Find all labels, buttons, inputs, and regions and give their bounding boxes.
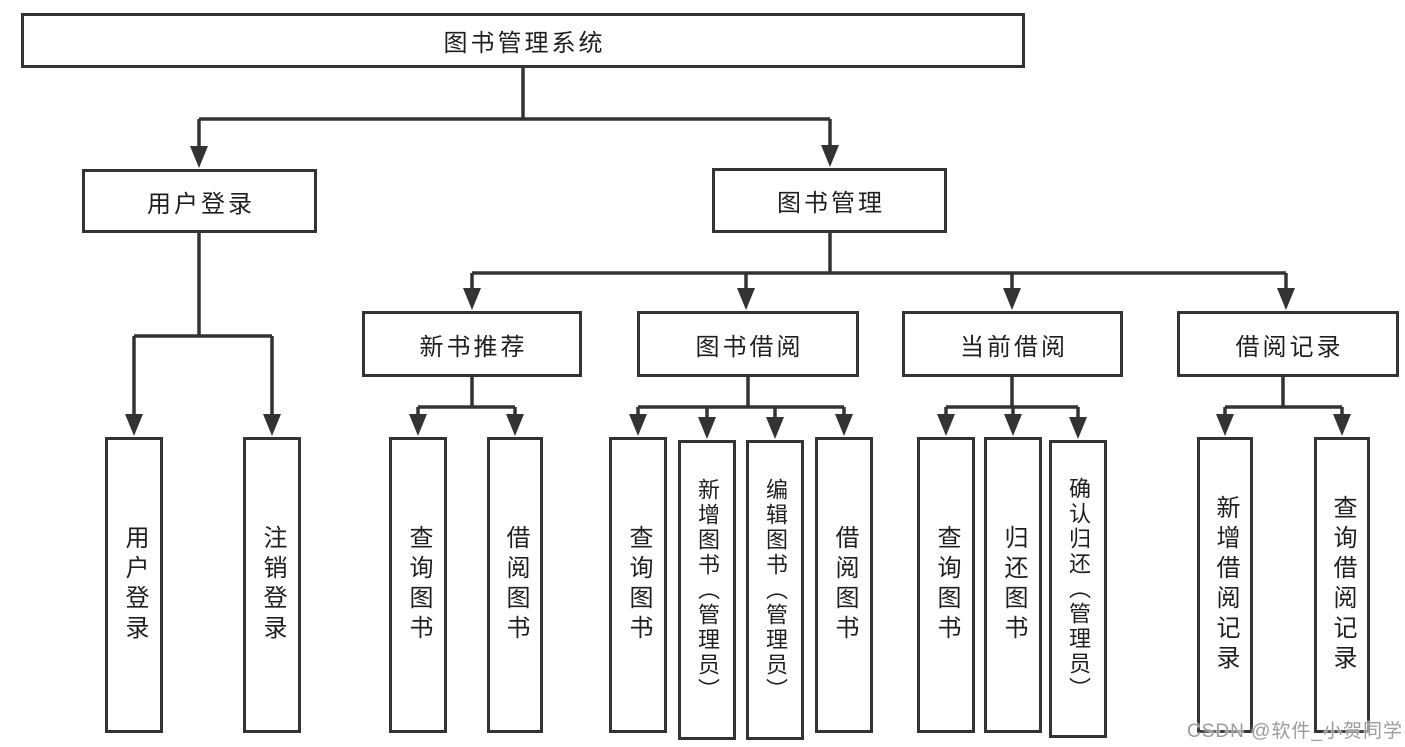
leaf-nb-borrow-books: 借阅图书 [487, 437, 543, 733]
leaf-user-login: 用户登录 [105, 437, 163, 733]
leaf-cb-query-books: 查询图书 [917, 437, 975, 733]
leaf-br-add-record-label: 新增借阅记录 [1212, 495, 1239, 675]
node-new-book-recommend: 新书推荐 [362, 311, 582, 377]
leaf-nb-query-books: 查询图书 [389, 437, 447, 733]
node-book-borrow: 图书借阅 [637, 311, 859, 377]
leaf-bb-query-books-label: 查询图书 [625, 525, 652, 645]
leaf-logout-label: 注销登录 [259, 525, 286, 645]
leaf-br-query-record: 查询借阅记录 [1314, 437, 1370, 733]
leaf-cb-confirm-return-label: 确认归还（管理员） [1066, 476, 1091, 702]
leaf-bb-borrow-books: 借阅图书 [815, 437, 873, 733]
leaf-bb-query-books: 查询图书 [609, 437, 667, 733]
leaf-cb-confirm-return: 确认归还（管理员） [1049, 440, 1107, 738]
connector-paths [132, 68, 1344, 421]
node-user-login-label: 用户登录 [147, 190, 255, 218]
leaf-br-query-record-label: 查询借阅记录 [1329, 495, 1356, 675]
leaf-cb-return-books-label: 归还图书 [1000, 525, 1027, 645]
node-root: 图书管理系统 [21, 13, 1025, 68]
leaf-nb-query-books-label: 查询图书 [405, 525, 432, 645]
node-book-borrow-label: 图书借阅 [695, 333, 804, 361]
node-book-management: 图书管理 [712, 168, 947, 233]
node-user-login: 用户登录 [82, 169, 317, 233]
node-borrow-records-label: 借阅记录 [1235, 333, 1344, 361]
leaf-logout: 注销登录 [243, 437, 301, 733]
node-new-book-recommend-label: 新书推荐 [419, 333, 528, 361]
node-current-borrow: 当前借阅 [902, 311, 1123, 377]
node-book-management-label: 图书管理 [777, 190, 885, 217]
node-borrow-records: 借阅记录 [1177, 311, 1399, 377]
leaf-bb-add-books: 新增图书（管理员） [678, 440, 736, 740]
leaf-br-add-record: 新增借阅记录 [1197, 437, 1253, 733]
leaf-user-login-label: 用户登录 [121, 525, 148, 645]
node-root-label: 图书管理系统 [443, 30, 606, 57]
node-current-borrow-label: 当前借阅 [960, 333, 1068, 361]
leaf-nb-borrow-books-label: 借阅图书 [502, 525, 529, 645]
csdn-watermark: CSDN @软件_小贺同学 [1187, 721, 1403, 742]
leaf-bb-edit-books-label: 编辑图书（管理员） [763, 477, 788, 703]
leaf-cb-query-books-label: 查询图书 [933, 525, 960, 645]
leaf-bb-add-books-label: 新增图书（管理员） [695, 477, 720, 703]
leaf-bb-edit-books: 编辑图书（管理员） [746, 440, 804, 740]
leaf-cb-return-books: 归还图书 [984, 437, 1042, 733]
leaf-bb-borrow-books-label: 借阅图书 [831, 525, 858, 645]
